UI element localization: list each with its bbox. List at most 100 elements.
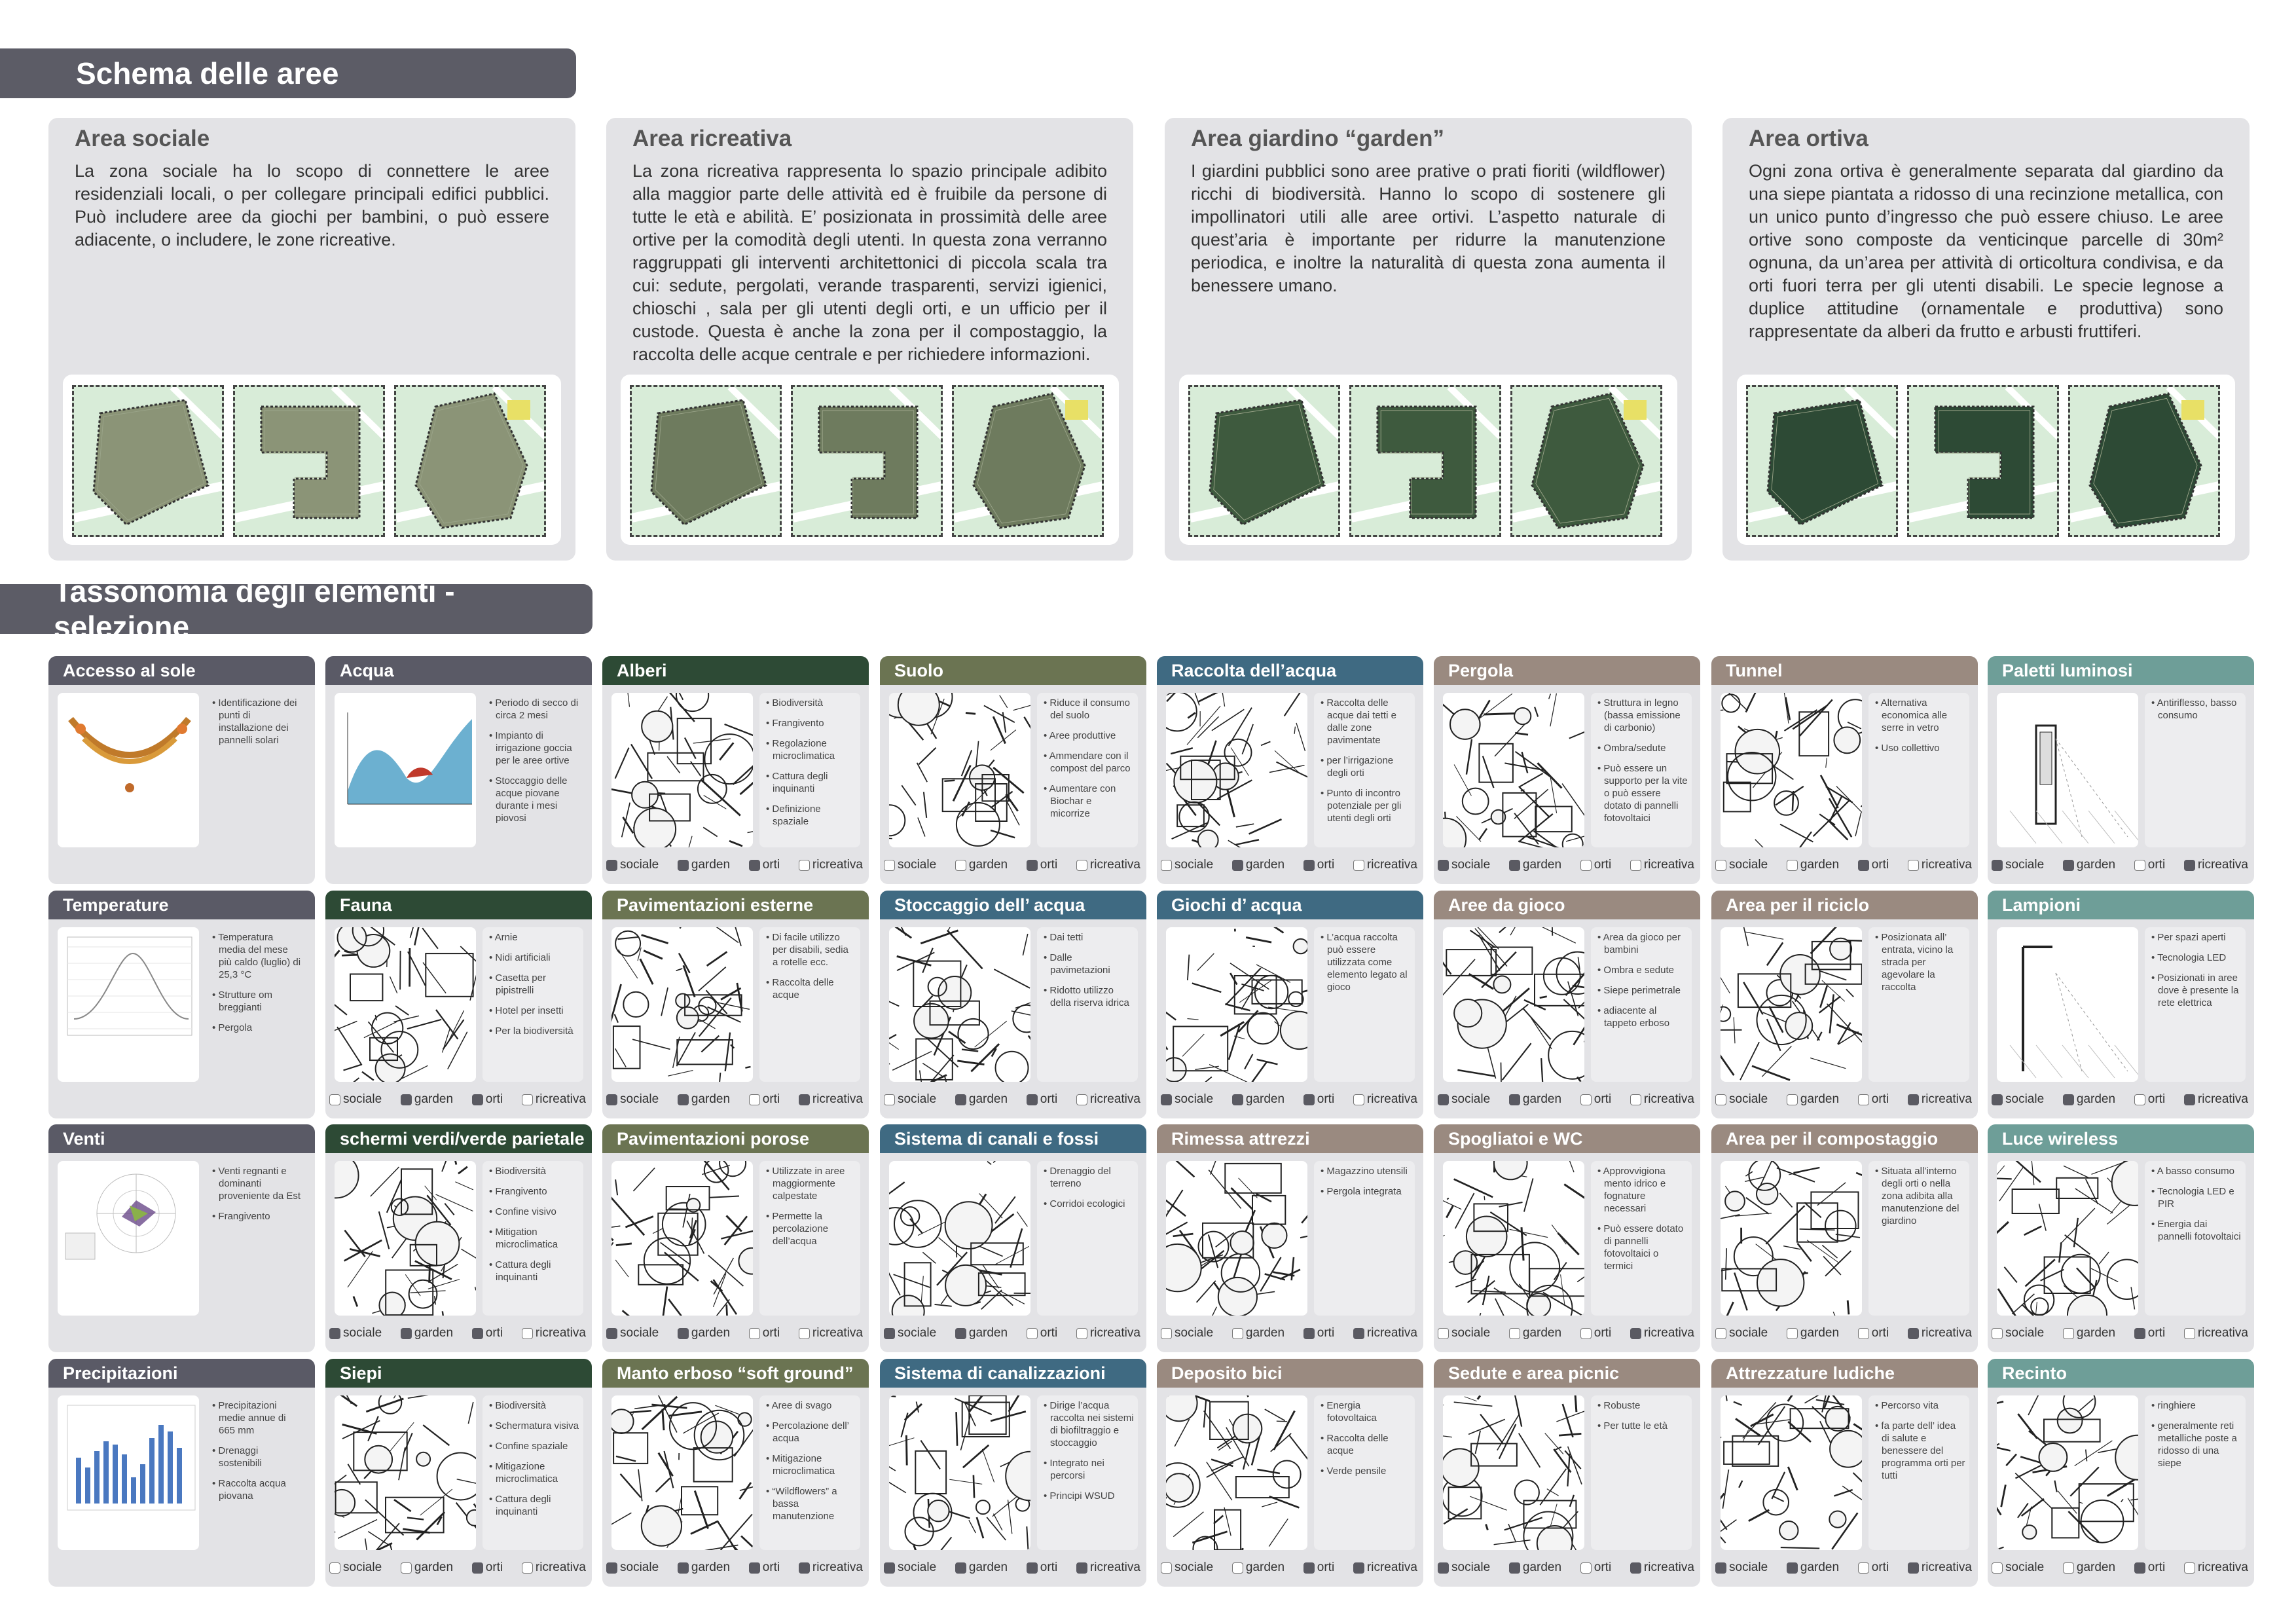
checkbox-ricreativa[interactable]: ricreativa: [1630, 855, 1694, 875]
checkbox-mark[interactable]: [329, 1562, 340, 1574]
checkbox-mark[interactable]: [1857, 859, 1869, 871]
checkbox-mark[interactable]: [2183, 1094, 2195, 1105]
checkbox-mark[interactable]: [1438, 859, 1449, 871]
checkbox-mark[interactable]: [1857, 1327, 1869, 1339]
checkbox-mark[interactable]: [1992, 1327, 2003, 1339]
checkbox-orti[interactable]: orti: [1026, 1090, 1057, 1109]
checkbox-ricreativa[interactable]: ricreativa: [521, 1090, 586, 1109]
checkbox-mark[interactable]: [798, 1094, 810, 1105]
checkbox-mark[interactable]: [677, 1094, 689, 1105]
checkbox-garden[interactable]: garden: [955, 1323, 1008, 1343]
checkbox-orti[interactable]: orti: [748, 1090, 780, 1109]
checkbox-sociale[interactable]: sociale: [1992, 1558, 2044, 1578]
checkbox-garden[interactable]: garden: [1786, 1323, 1839, 1343]
checkbox-mark[interactable]: [2062, 1094, 2074, 1105]
checkbox-mark[interactable]: [1907, 1562, 1919, 1574]
checkbox-mark[interactable]: [471, 1562, 483, 1574]
checkbox-ricreativa[interactable]: ricreativa: [1630, 1323, 1694, 1343]
checkbox-mark[interactable]: [1907, 859, 1919, 871]
checkbox-mark[interactable]: [1580, 1562, 1592, 1574]
checkbox-mark[interactable]: [1438, 1094, 1449, 1105]
checkbox-sociale[interactable]: sociale: [1992, 1323, 2044, 1343]
checkbox-orti[interactable]: orti: [1580, 1090, 1611, 1109]
checkbox-mark[interactable]: [1786, 1562, 1798, 1574]
checkbox-mark[interactable]: [798, 1327, 810, 1339]
checkbox-sociale[interactable]: sociale: [329, 1558, 382, 1578]
checkbox-mark[interactable]: [1026, 859, 1038, 871]
checkbox-garden[interactable]: garden: [1786, 1090, 1839, 1109]
checkbox-mark[interactable]: [1161, 859, 1172, 871]
checkbox-garden[interactable]: garden: [955, 1090, 1008, 1109]
checkbox-ricreativa[interactable]: ricreativa: [1630, 1558, 1694, 1578]
checkbox-mark[interactable]: [521, 1562, 533, 1574]
checkbox-sociale[interactable]: sociale: [1715, 855, 1768, 875]
checkbox-mark[interactable]: [1630, 859, 1641, 871]
checkbox-orti[interactable]: orti: [2134, 1558, 2165, 1578]
checkbox-mark[interactable]: [1076, 1327, 1087, 1339]
checkbox-orti[interactable]: orti: [1857, 855, 1889, 875]
checkbox-garden[interactable]: garden: [1508, 1558, 1561, 1578]
checkbox-mark[interactable]: [1026, 1327, 1038, 1339]
checkbox-mark[interactable]: [606, 859, 617, 871]
checkbox-mark[interactable]: [1161, 1094, 1172, 1105]
checkbox-orti[interactable]: orti: [748, 1323, 780, 1343]
checkbox-ricreativa[interactable]: ricreativa: [2183, 1558, 2248, 1578]
checkbox-ricreativa[interactable]: ricreativa: [1076, 1558, 1140, 1578]
checkbox-mark[interactable]: [2134, 1327, 2145, 1339]
checkbox-mark[interactable]: [1630, 1327, 1641, 1339]
checkbox-sociale[interactable]: sociale: [884, 855, 936, 875]
checkbox-sociale[interactable]: sociale: [606, 1090, 659, 1109]
checkbox-mark[interactable]: [1231, 1327, 1243, 1339]
checkbox-mark[interactable]: [1992, 1094, 2003, 1105]
checkbox-mark[interactable]: [1786, 1094, 1798, 1105]
checkbox-mark[interactable]: [329, 1094, 340, 1105]
checkbox-mark[interactable]: [2062, 1327, 2074, 1339]
checkbox-ricreativa[interactable]: ricreativa: [1630, 1090, 1694, 1109]
checkbox-mark[interactable]: [748, 1094, 760, 1105]
checkbox-sociale[interactable]: sociale: [606, 1323, 659, 1343]
checkbox-mark[interactable]: [1438, 1327, 1449, 1339]
checkbox-mark[interactable]: [1508, 1327, 1520, 1339]
checkbox-mark[interactable]: [1508, 1562, 1520, 1574]
checkbox-ricreativa[interactable]: ricreativa: [1076, 855, 1140, 875]
checkbox-sociale[interactable]: sociale: [1715, 1323, 1768, 1343]
checkbox-garden[interactable]: garden: [955, 855, 1008, 875]
checkbox-mark[interactable]: [955, 859, 966, 871]
checkbox-mark[interactable]: [1580, 1094, 1592, 1105]
checkbox-ricreativa[interactable]: ricreativa: [1907, 855, 1972, 875]
checkbox-orti[interactable]: orti: [471, 1323, 503, 1343]
checkbox-garden[interactable]: garden: [1231, 1323, 1285, 1343]
checkbox-mark[interactable]: [884, 859, 895, 871]
checkbox-garden[interactable]: garden: [1786, 1558, 1839, 1578]
checkbox-mark[interactable]: [1161, 1327, 1172, 1339]
checkbox-mark[interactable]: [521, 1094, 533, 1105]
checkbox-sociale[interactable]: sociale: [884, 1558, 936, 1578]
checkbox-garden[interactable]: garden: [1231, 855, 1285, 875]
checkbox-mark[interactable]: [1076, 859, 1087, 871]
checkbox-ricreativa[interactable]: ricreativa: [1353, 855, 1417, 875]
checkbox-orti[interactable]: orti: [471, 1558, 503, 1578]
checkbox-mark[interactable]: [884, 1562, 895, 1574]
checkbox-garden[interactable]: garden: [2062, 1323, 2115, 1343]
checkbox-mark[interactable]: [1508, 859, 1520, 871]
checkbox-orti[interactable]: orti: [1303, 1090, 1334, 1109]
checkbox-mark[interactable]: [606, 1327, 617, 1339]
checkbox-sociale[interactable]: sociale: [1438, 1558, 1490, 1578]
checkbox-mark[interactable]: [1026, 1094, 1038, 1105]
checkbox-ricreativa[interactable]: ricreativa: [1076, 1323, 1140, 1343]
checkbox-ricreativa[interactable]: ricreativa: [798, 1090, 863, 1109]
checkbox-sociale[interactable]: sociale: [1438, 1090, 1490, 1109]
checkbox-mark[interactable]: [1992, 859, 2003, 871]
checkbox-ricreativa[interactable]: ricreativa: [2183, 855, 2248, 875]
checkbox-orti[interactable]: orti: [1580, 1323, 1611, 1343]
checkbox-mark[interactable]: [1857, 1094, 1869, 1105]
checkbox-sociale[interactable]: sociale: [606, 1558, 659, 1578]
checkbox-mark[interactable]: [1353, 1094, 1364, 1105]
checkbox-mark[interactable]: [1715, 859, 1726, 871]
checkbox-mark[interactable]: [2134, 1094, 2145, 1105]
checkbox-mark[interactable]: [798, 1562, 810, 1574]
checkbox-mark[interactable]: [2062, 1562, 2074, 1574]
checkbox-mark[interactable]: [1303, 1094, 1315, 1105]
checkbox-mark[interactable]: [1353, 1327, 1364, 1339]
checkbox-mark[interactable]: [1786, 859, 1798, 871]
